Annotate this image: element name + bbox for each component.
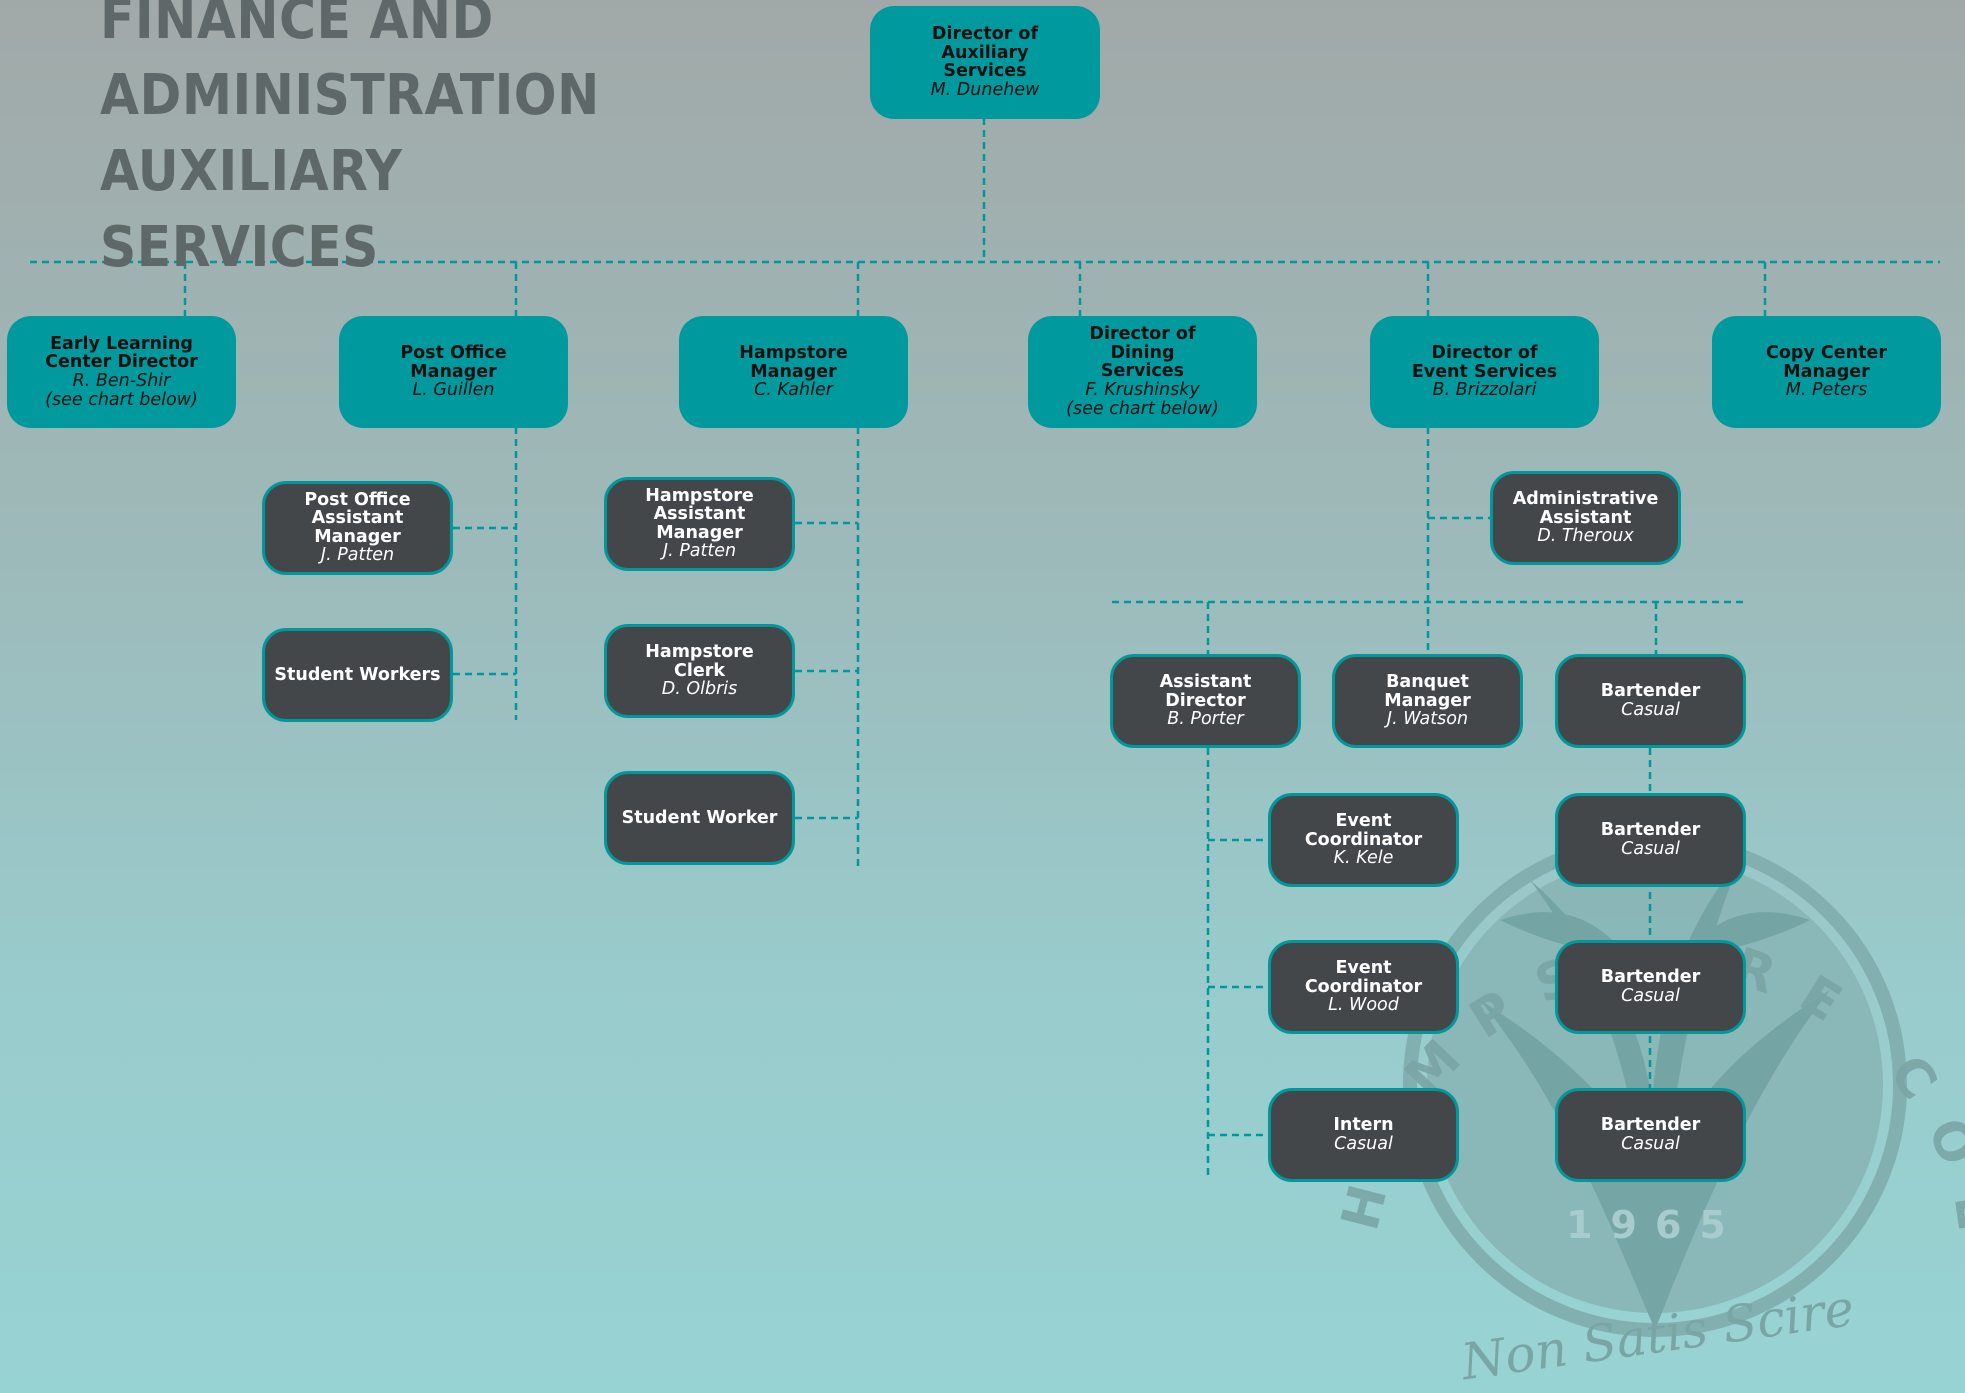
box-title: Copy Center Manager <box>1766 343 1887 382</box>
event-coordinator-box: Event Coordinator K. Kele <box>1268 793 1459 887</box>
box-name: K. Kele <box>1333 848 1394 868</box>
intern-box: Intern Casual <box>1268 1088 1459 1182</box>
box-note: (see chart below) <box>1066 398 1219 419</box>
hs-asst-manager-box: Hampstore Assistant Manager J. Patten <box>604 477 795 571</box>
box-title: Student Workers <box>274 664 441 685</box>
bartender-box: Bartender Casual <box>1555 940 1746 1034</box>
box-name: M. Dunehew <box>930 79 1040 100</box>
po-student-workers-box: Student Workers <box>262 628 453 722</box>
event-director-box: Director of Event Services B. Brizzolari <box>1370 316 1599 428</box>
box-name: B. Porter <box>1167 709 1244 729</box>
title-line: Auxiliary <box>100 139 403 204</box>
bartender-box: Bartender Casual <box>1555 793 1746 887</box>
elc-director-box: Early Learning Center Director R. Ben-Sh… <box>7 316 236 428</box>
box-name: R. Ben-Shir <box>72 370 171 391</box>
box-name: Casual <box>1621 1133 1680 1154</box>
box-name: Casual <box>1621 985 1680 1006</box>
box-name: Casual <box>1621 838 1680 859</box>
box-title: Post Office Manager <box>400 343 507 382</box>
copy-center-manager-box: Copy Center Manager M. Peters <box>1712 316 1941 428</box>
box-name: J. Patten <box>320 545 395 566</box>
box-title: Bartender <box>1600 967 1701 988</box>
post-office-manager-box: Post Office Manager L. Guillen <box>339 316 568 428</box>
box-title: Assistant Director <box>1159 672 1252 711</box>
title-line: Services <box>100 215 379 280</box>
admin-assistant-box: Administrative Assistant D. Theroux <box>1490 471 1681 565</box>
box-title: Event Coordinator <box>1304 811 1423 850</box>
title-line: Administration <box>100 63 600 128</box>
box-title: Hampstore Clerk <box>645 642 754 681</box>
hampstore-manager-box: Hampstore Manager C. Kahler <box>679 316 908 428</box>
box-title: Post Office Assistant Manager <box>304 489 411 547</box>
hs-clerk-box: Hampstore Clerk D. Olbris <box>604 624 795 718</box>
box-note: (see chart below) <box>45 389 198 410</box>
po-asst-manager-box: Post Office Assistant Manager J. Patten <box>262 481 453 575</box>
director-aux-box: Director of Auxiliary Services M. Dunehe… <box>870 6 1100 119</box>
banquet-manager-box: Banquet Manager J. Watson <box>1332 654 1523 748</box>
box-title: Director of Event Services <box>1411 343 1558 382</box>
box-title: Event Coordinator <box>1304 958 1423 997</box>
box-title: Bartender <box>1600 1115 1701 1136</box>
box-title: Administrative Assistant <box>1512 489 1659 528</box>
bartender-box: Bartender Casual <box>1555 1088 1746 1182</box>
box-name: J. Patten <box>662 541 737 562</box>
box-title: Bartender <box>1600 820 1701 841</box>
box-name: M. Peters <box>1785 380 1868 400</box>
box-title: Hampstore Manager <box>739 343 848 382</box>
box-name: B. Brizzolari <box>1432 380 1537 400</box>
assistant-director-box: Assistant Director B. Porter <box>1110 654 1301 748</box>
event-coordinator-box: Event Coordinator L. Wood <box>1268 940 1459 1034</box>
box-name: D. Olbris <box>661 679 738 699</box>
title-line: Finance and <box>100 0 494 52</box>
box-name: J. Watson <box>1386 709 1469 729</box>
bartender-box: Bartender Casual <box>1555 654 1746 748</box>
box-name: Casual <box>1621 699 1680 720</box>
box-title: Director of Dining Services <box>1089 324 1196 382</box>
box-title: Banquet Manager <box>1384 672 1471 711</box>
box-title: Intern <box>1333 1115 1394 1136</box>
page-title: Finance and Administration Auxiliary Ser… <box>100 0 600 286</box>
box-title: Early Learning Center Director <box>45 333 198 372</box>
box-title: Student Worker <box>621 807 778 828</box>
box-name: L. Wood <box>1328 995 1399 1015</box>
box-name: Casual <box>1334 1133 1393 1154</box>
box-title: Hampstore Assistant Manager <box>645 485 754 543</box>
box-name: F. Krushinsky <box>1085 379 1200 400</box>
hs-student-worker-box: Student Worker <box>604 771 795 865</box>
box-name: L. Guillen <box>412 380 495 400</box>
box-name: D. Theroux <box>1537 526 1634 546</box>
box-title: Director of Auxiliary Services <box>931 24 1039 82</box>
dining-director-box: Director of Dining Services F. Krushinsk… <box>1028 316 1257 428</box>
box-title: Bartender <box>1600 681 1701 702</box>
box-name: C. Kahler <box>754 380 833 400</box>
